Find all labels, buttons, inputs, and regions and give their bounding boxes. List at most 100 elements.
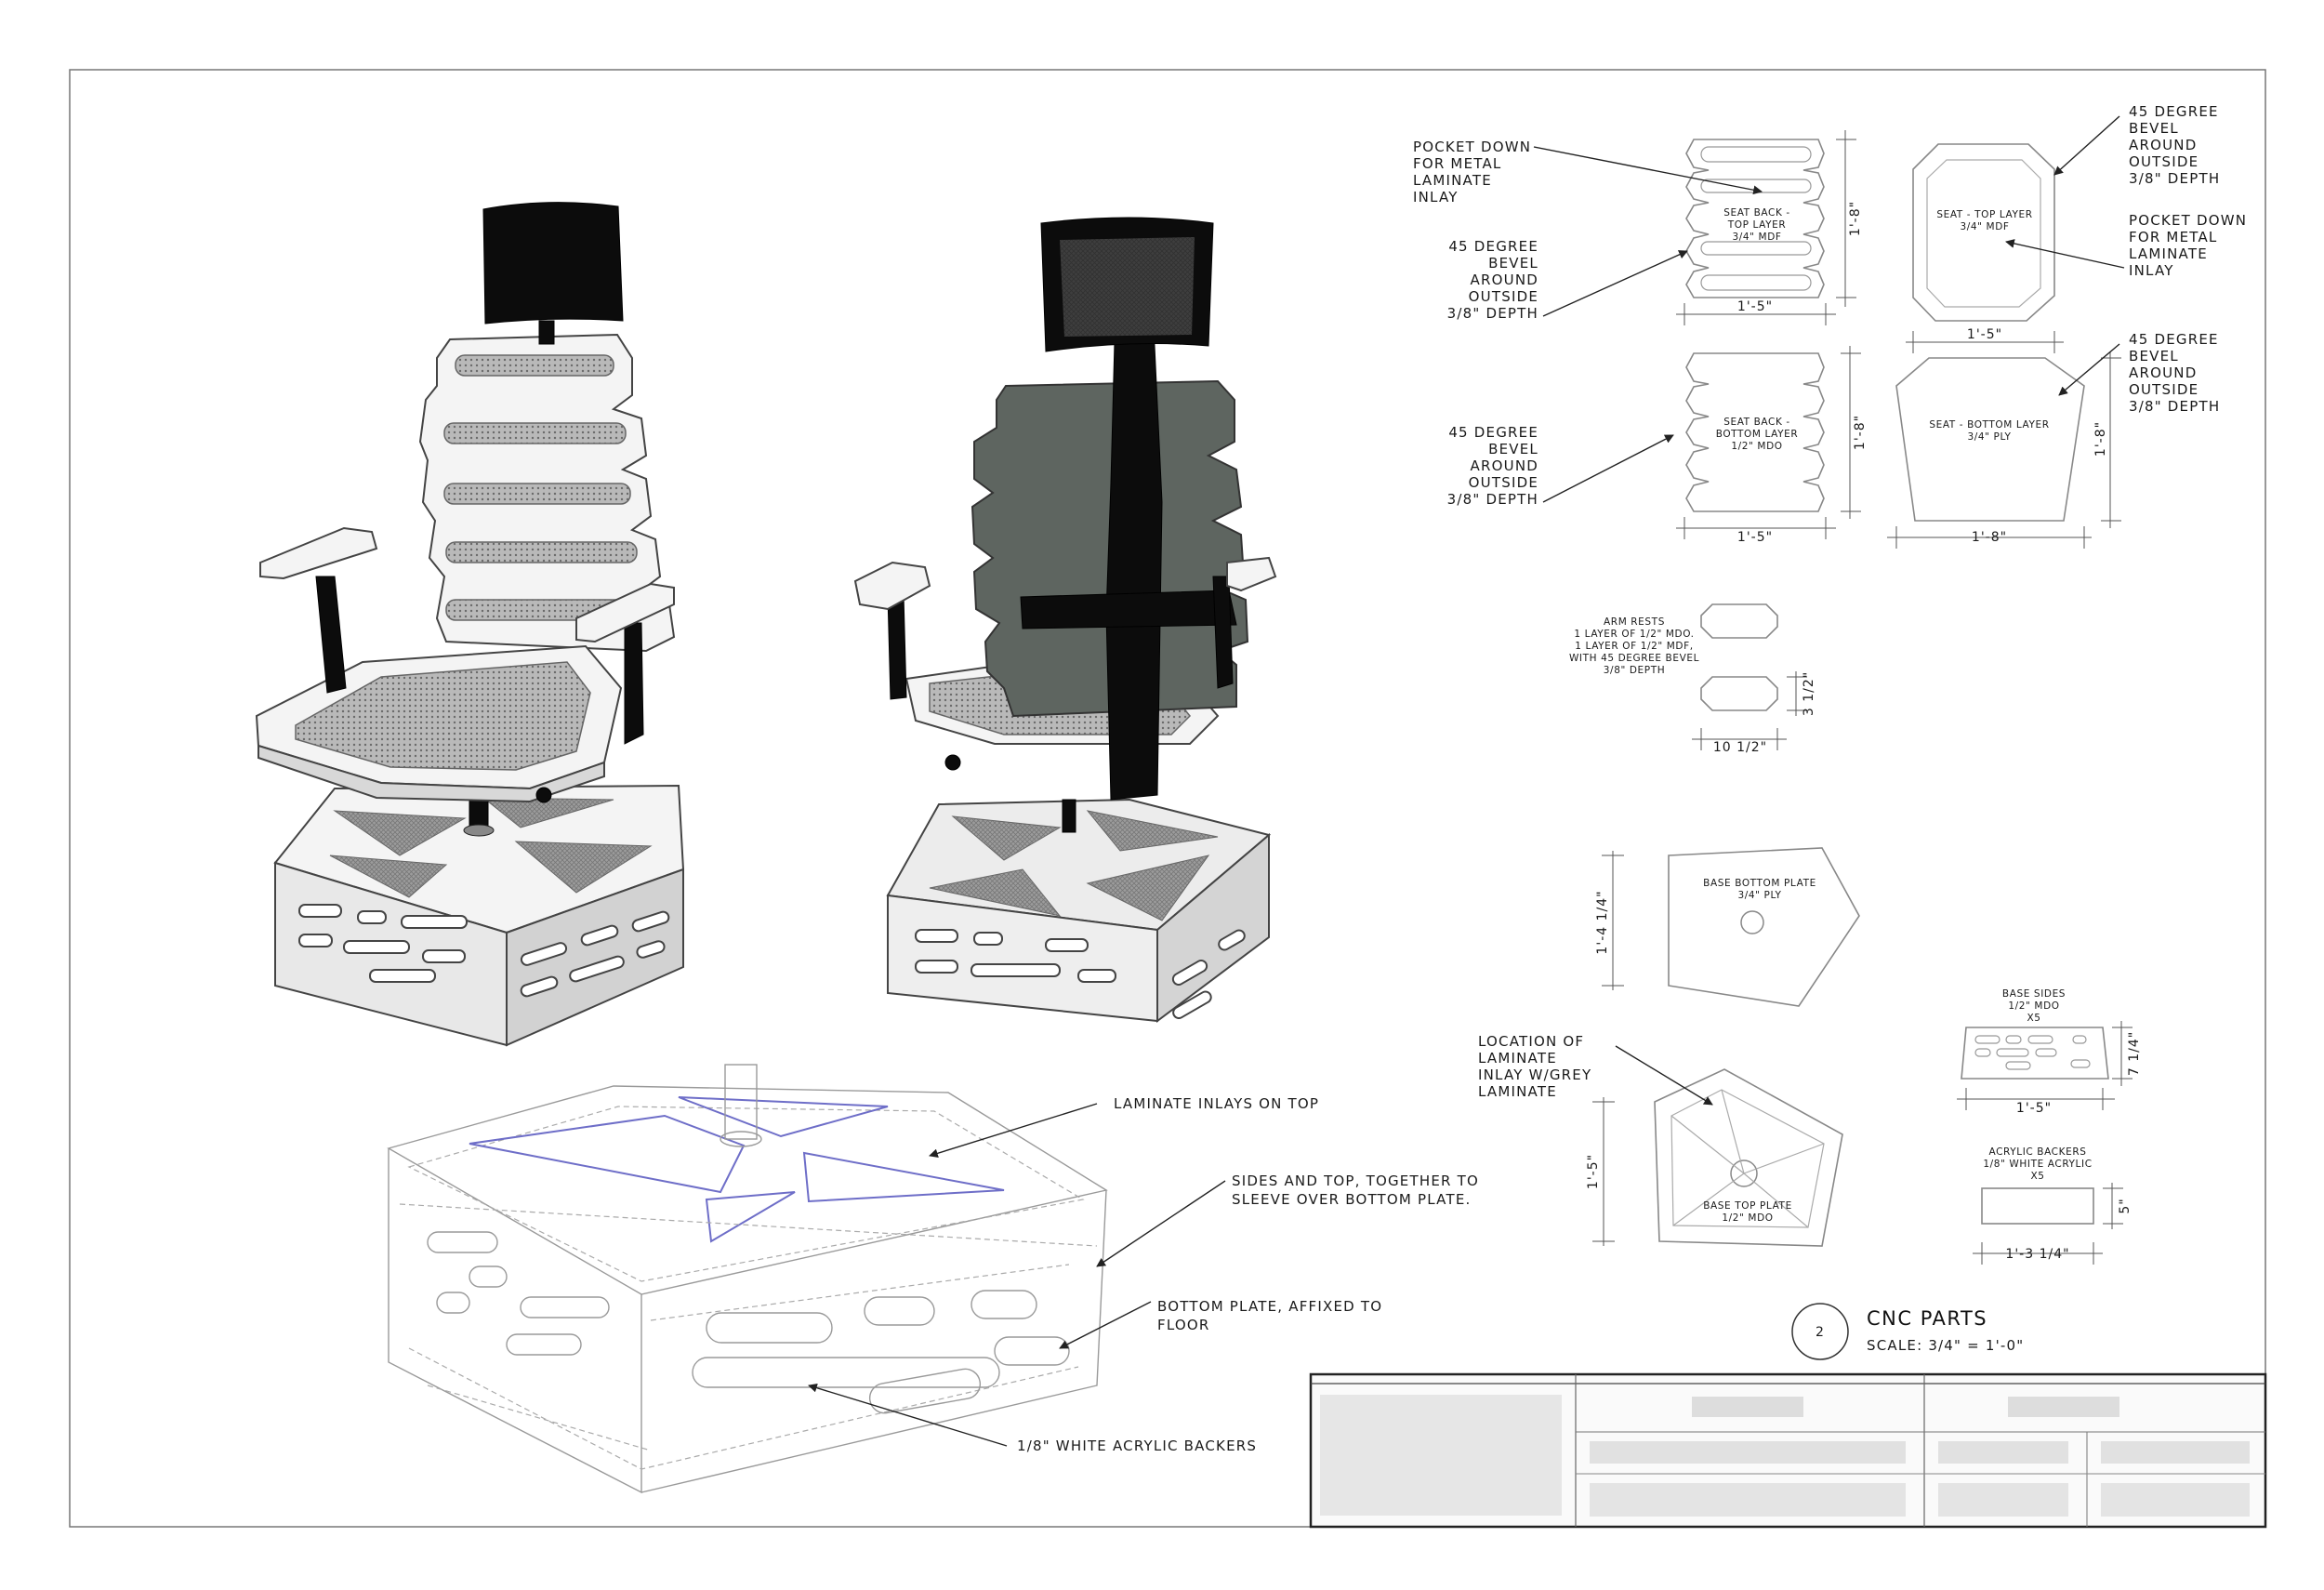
- svg-text:1 LAYER OF 1/2" MDO.: 1 LAYER OF 1/2" MDO.: [1574, 629, 1694, 640]
- seat-back-top-label-1: SEAT BACK -: [1723, 207, 1790, 219]
- base-top-plate-label-2: 1/2" MDO: [1722, 1212, 1773, 1224]
- svg-text:INLAY: INLAY: [1413, 189, 1459, 205]
- section-number: 2: [1816, 1325, 1825, 1340]
- svg-text:BASE SIDES: BASE SIDES: [2002, 988, 2066, 1000]
- svg-text:1/2" MDO: 1/2" MDO: [2008, 1000, 2059, 1012]
- arm-rests-width: 10 1/2": [1713, 740, 1767, 755]
- svg-text:FOR METAL: FOR METAL: [2129, 229, 2217, 245]
- svg-text:X5: X5: [2030, 1171, 2044, 1182]
- seat-back-top-label-3: 3/4" MDF: [1732, 232, 1781, 243]
- svg-text:1 LAYER OF 1/2" MDF,: 1 LAYER OF 1/2" MDF,: [1575, 641, 1693, 652]
- sheet-border: [69, 69, 2266, 1528]
- callout-back-top-pocket: POCKET DOWN FOR METAL LAMINATE INLAY: [1413, 139, 1763, 205]
- callout-back-bottom-bevel: 45 DEGREE BEVEL AROUND OUTSIDE 3/8" DEPT…: [1447, 424, 1674, 508]
- part-seat-back-top: SEAT BACK - TOP LAYER 3/4" MDF 1'-5" 1'-…: [1676, 130, 1863, 325]
- base-callouts: LAMINATE INLAYS ON TOP SIDES AND TOP, TO…: [808, 1095, 1479, 1454]
- callout-bottom-plate-2: FLOOR: [1157, 1317, 1210, 1333]
- svg-text:BEVEL: BEVEL: [1488, 441, 1538, 457]
- seat-back-top-label-2: TOP LAYER: [1727, 219, 1787, 231]
- chair-rear-render: [853, 217, 1277, 1023]
- seat-back-top-width: 1'-5": [1737, 299, 1773, 314]
- svg-text:POCKET DOWN: POCKET DOWN: [1413, 139, 1531, 155]
- seat-bottom-label-1: SEAT - BOTTOM LAYER: [1929, 419, 2049, 431]
- seat-back-bottom-label-2: BOTTOM LAYER: [1716, 429, 1799, 440]
- svg-text:ARM RESTS: ARM RESTS: [1604, 616, 1665, 628]
- svg-text:45 DEGREE: 45 DEGREE: [1448, 424, 1538, 441]
- svg-text:AROUND: AROUND: [1471, 457, 1538, 474]
- svg-text:OUTSIDE: OUTSIDE: [1469, 474, 1538, 491]
- base-top-plate-height: 1'-5": [1586, 1154, 1601, 1189]
- svg-text:OUTSIDE: OUTSIDE: [2129, 153, 2199, 170]
- svg-text:45 DEGREE: 45 DEGREE: [2129, 103, 2219, 120]
- svg-text:LAMINATE: LAMINATE: [1478, 1083, 1557, 1100]
- seat-top-label-1: SEAT - TOP LAYER: [1936, 209, 2032, 220]
- callout-seat-bottom-bevel: 45 DEGREE BEVEL AROUND OUTSIDE 3/8" DEPT…: [2058, 331, 2220, 415]
- svg-text:BEVEL: BEVEL: [1488, 255, 1538, 272]
- part-base-sides: BASE SIDES 1/2" MDO X5 1'-5" 7 1/4": [1957, 988, 2142, 1116]
- seat-back-bottom-label-3: 1/2" MDO: [1731, 441, 1782, 452]
- callout-bottom-plate-1: BOTTOM PLATE, AFFIXED TO: [1157, 1298, 1382, 1315]
- part-seat-back-bottom: SEAT BACK - BOTTOM LAYER 1/2" MDO 1'-5" …: [1676, 346, 1868, 545]
- svg-text:AROUND: AROUND: [2129, 137, 2197, 153]
- seat-bottom-width: 1'-8": [1972, 530, 2007, 545]
- svg-text:LAMINATE: LAMINATE: [1413, 172, 1492, 189]
- base-bottom-plate-label-1: BASE BOTTOM PLATE: [1703, 878, 1816, 889]
- svg-text:LAMINATE: LAMINATE: [2129, 245, 2208, 262]
- svg-text:45 DEGREE: 45 DEGREE: [1448, 238, 1538, 255]
- svg-text:BEVEL: BEVEL: [2129, 120, 2179, 137]
- section-name: CNC PARTS: [1867, 1307, 1987, 1330]
- svg-text:LOCATION OF: LOCATION OF: [1478, 1033, 1584, 1050]
- svg-text:X5: X5: [2027, 1013, 2040, 1024]
- svg-text:ACRYLIC BACKERS: ACRYLIC BACKERS: [1989, 1146, 2087, 1158]
- arm-rests-height: 3 1/2": [1802, 671, 1816, 716]
- svg-text:AROUND: AROUND: [2129, 364, 2197, 381]
- callout-sides-and-top-1: SIDES AND TOP, TOGETHER TO: [1232, 1173, 1479, 1189]
- seat-back-bottom-height: 1'-8": [1853, 415, 1868, 450]
- acrylic-backers-width: 1'-3 1/4": [2005, 1247, 2069, 1262]
- svg-text:INLAY: INLAY: [2129, 262, 2174, 279]
- title-block: [1309, 1372, 2267, 1529]
- seat-bottom-label-2: 3/4" PLY: [1967, 431, 2011, 443]
- callout-back-top-bevel: 45 DEGREE BEVEL AROUND OUTSIDE 3/8" DEPT…: [1447, 238, 1688, 322]
- base-top-plate-label-1: BASE TOP PLATE: [1703, 1200, 1792, 1212]
- seat-bottom-height: 1'-8": [2093, 421, 2108, 457]
- section-title: 2 CNC PARTS SCALE: 3/4" = 1'-0": [1791, 1303, 2024, 1360]
- svg-text:POCKET DOWN: POCKET DOWN: [2129, 212, 2247, 229]
- section-scale: SCALE: 3/4" = 1'-0": [1867, 1337, 2024, 1354]
- svg-text:INLAY W/GREY: INLAY W/GREY: [1478, 1067, 1591, 1083]
- base-sides-height: 7 1/4": [2127, 1031, 2142, 1076]
- callout-inlays-on-top: LAMINATE INLAYS ON TOP: [1114, 1095, 1319, 1112]
- seat-back-bottom-width: 1'-5": [1737, 530, 1773, 545]
- part-seat-bottom: SEAT - BOTTOM LAYER 3/4" PLY 1'-8" 1'-8": [1887, 351, 2121, 549]
- seat-back-bottom-label-1: SEAT BACK -: [1723, 417, 1790, 428]
- part-seat-top: SEAT - TOP LAYER 3/4" MDF 1'-5": [1906, 143, 2064, 353]
- svg-text:45 DEGREE: 45 DEGREE: [2129, 331, 2219, 348]
- part-arm-rests: ARM RESTS 1 LAYER OF 1/2" MDO. 1 LAYER O…: [1569, 603, 1816, 755]
- base-sides-width: 1'-5": [2016, 1101, 2052, 1116]
- svg-text:1/8" WHITE ACRYLIC: 1/8" WHITE ACRYLIC: [1983, 1159, 2092, 1170]
- svg-text:3/8" DEPTH: 3/8" DEPTH: [1447, 491, 1538, 508]
- svg-text:BEVEL: BEVEL: [2129, 348, 2179, 364]
- seat-top-label-2: 3/4" MDF: [1960, 221, 2009, 232]
- svg-text:FOR METAL: FOR METAL: [1413, 155, 1501, 172]
- svg-text:3/8" DEPTH: 3/8" DEPTH: [2129, 398, 2220, 415]
- base-xray-render: [387, 1064, 1108, 1494]
- base-bottom-plate-height: 1'-4 1/4": [1595, 890, 1610, 954]
- callout-seat-top-pocket: POCKET DOWN FOR METAL LAMINATE INLAY: [2005, 212, 2247, 279]
- callout-seat-top-bevel: 45 DEGREE BEVEL AROUND OUTSIDE 3/8" DEPT…: [2053, 103, 2220, 187]
- svg-text:OUTSIDE: OUTSIDE: [2129, 381, 2199, 398]
- svg-text:AROUND: AROUND: [1471, 272, 1538, 288]
- part-base-bottom-plate: BASE BOTTOM PLATE 3/4" PLY 1'-4 1/4": [1595, 847, 1860, 1007]
- svg-text:3/8" DEPTH: 3/8" DEPTH: [1604, 665, 1665, 676]
- part-base-top-plate: BASE TOP PLATE 1/2" MDO 1'-5": [1586, 1068, 1843, 1247]
- svg-text:LAMINATE: LAMINATE: [1478, 1050, 1557, 1067]
- callout-acrylic-backers: 1/8" WHITE ACRYLIC BACKERS: [1017, 1438, 1257, 1454]
- part-acrylic-backers: ACRYLIC BACKERS 1/8" WHITE ACRYLIC X5 1'…: [1973, 1146, 2133, 1265]
- svg-text:3/8" DEPTH: 3/8" DEPTH: [2129, 170, 2220, 187]
- base-bottom-plate-label-2: 3/4" PLY: [1737, 890, 1781, 901]
- callout-laminate-location: LOCATION OF LAMINATE INLAY W/GREY LAMINA…: [1478, 1033, 1713, 1106]
- seat-top-width: 1'-5": [1967, 327, 2002, 342]
- svg-text:WITH 45 DEGREE BEVEL: WITH 45 DEGREE BEVEL: [1569, 653, 1699, 664]
- callout-sides-and-top-2: SLEEVE OVER BOTTOM PLATE.: [1232, 1191, 1471, 1208]
